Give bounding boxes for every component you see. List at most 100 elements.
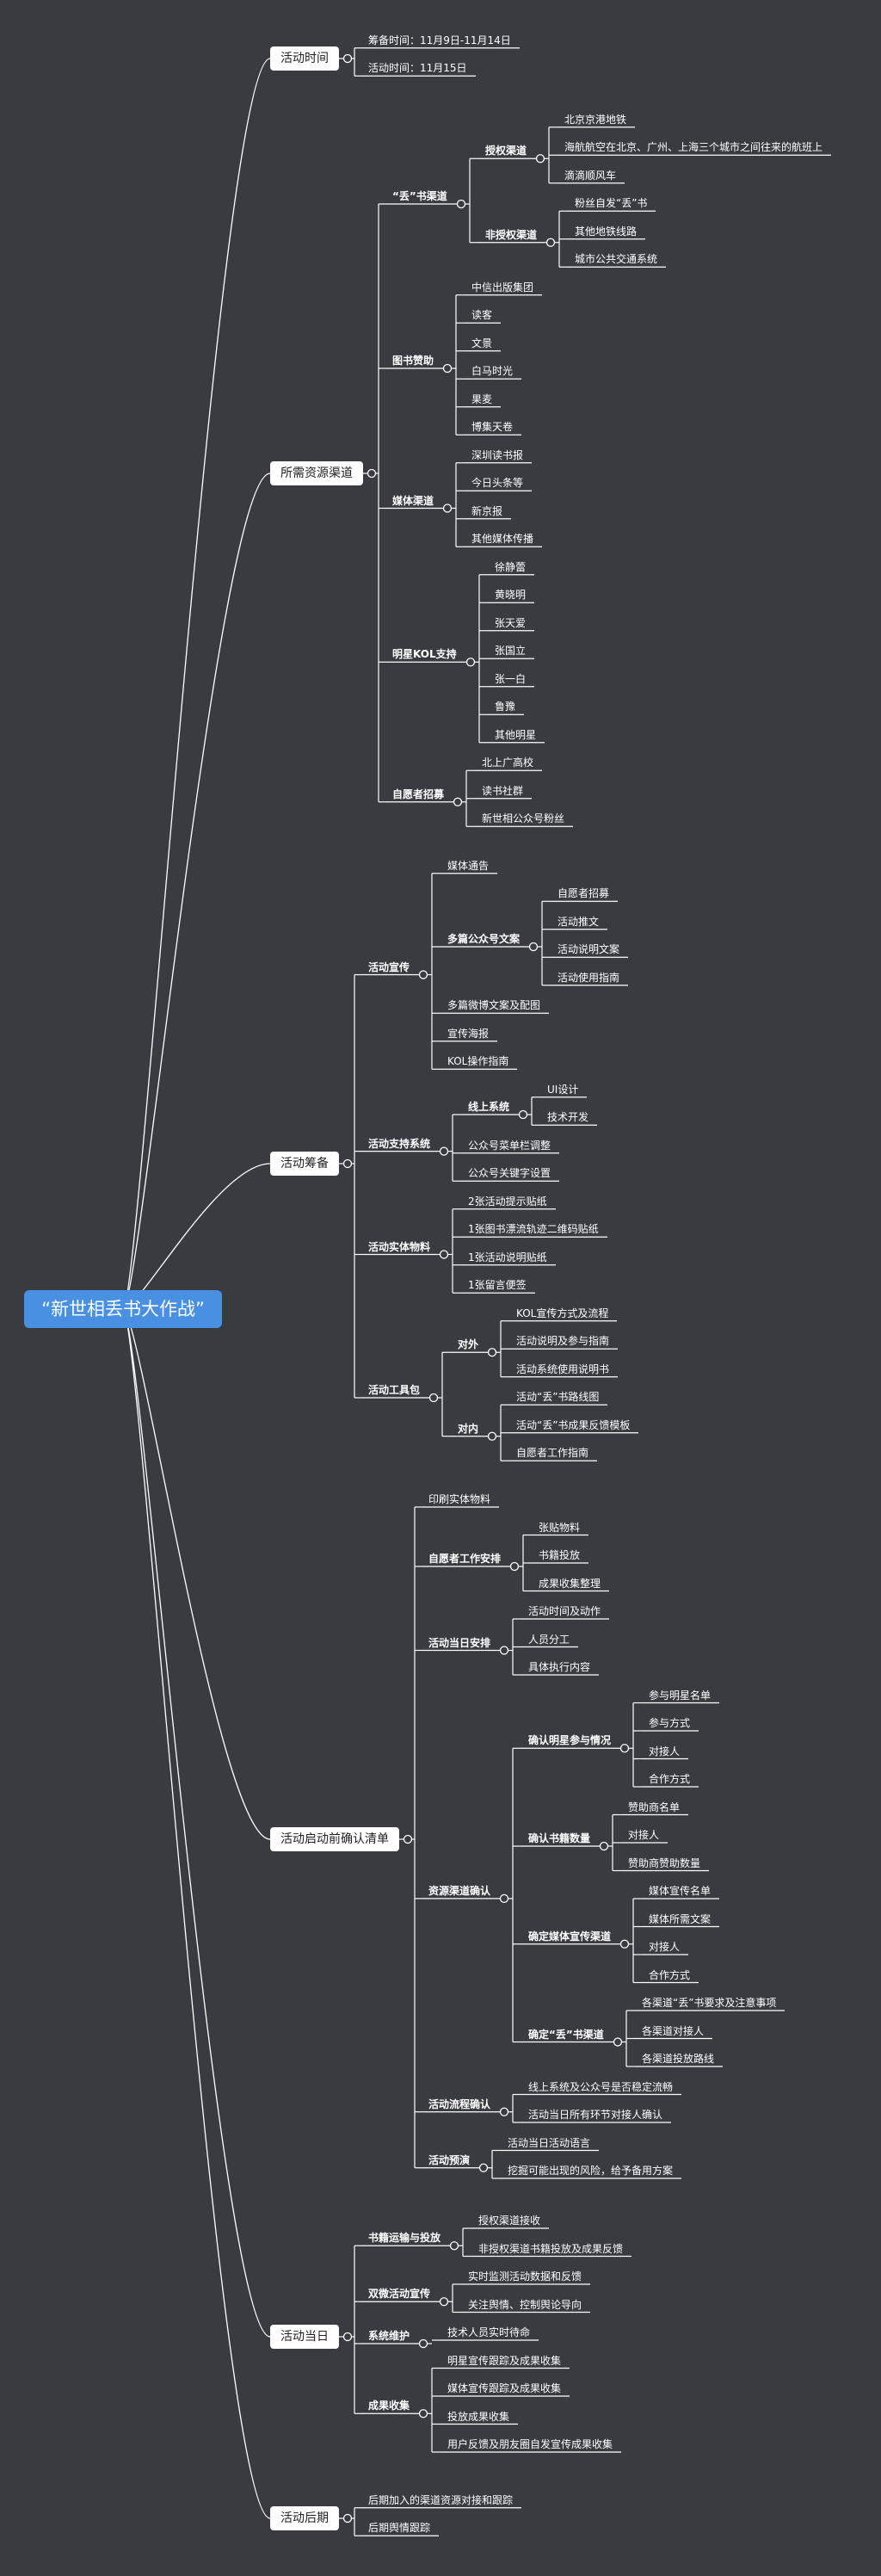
collapse-toggle-icon[interactable] [528, 942, 539, 952]
topic-leaf[interactable]: 活动“丢”书路线图 [516, 1391, 600, 1404]
topic-leaf[interactable]: 挖掘可能出现的风险，给予备用方案 [508, 2165, 674, 2177]
collapse-toggle-icon[interactable] [439, 1146, 449, 1156]
topic-leaf[interactable]: 2张活动提示贴纸 [468, 1195, 547, 1208]
topic-leaf[interactable]: 明星宣传跟踪及成果收集 [447, 2354, 562, 2367]
topic-leaf[interactable]: 用户反馈及朋友圈自发宣传成果收集 [447, 2438, 613, 2450]
topic-leaf[interactable]: 读书社群 [482, 784, 524, 797]
topic-leaf[interactable]: 技术开发 [547, 1111, 589, 1124]
topic-leaf[interactable]: 其他明星 [495, 728, 537, 741]
collapse-toggle-icon[interactable] [499, 1646, 509, 1655]
collapse-toggle-icon[interactable] [619, 1744, 630, 1753]
topic-subtopic[interactable]: 活动当日安排 [428, 1636, 491, 1649]
topic-leaf[interactable]: 成果收集整理 [539, 1577, 601, 1590]
topic-leaf[interactable]: 具体执行内容 [528, 1661, 591, 1673]
topic-main[interactable]: 活动筹备 [270, 1152, 339, 1176]
topic-leaf[interactable]: 张国立 [495, 645, 527, 658]
topic-leaf[interactable]: 活动说明及参与指南 [516, 1335, 610, 1348]
topic-leaf[interactable]: 新京报 [471, 504, 503, 517]
collapse-toggle-icon[interactable] [545, 238, 556, 247]
topic-leaf[interactable]: 张贴物料 [539, 1521, 581, 1534]
topic-subtopic[interactable]: 资源渠道确认 [428, 1884, 491, 1897]
topic-leaf[interactable]: 合作方式 [649, 1968, 691, 1981]
topic-leaf[interactable]: 深圳读书报 [471, 448, 524, 461]
topic-subtopic[interactable]: 确认书籍数量 [528, 1832, 591, 1844]
topic-leaf[interactable]: 人员分工 [528, 1633, 570, 1646]
topic-leaf[interactable]: 活动“丢”书成果反馈模板 [516, 1418, 631, 1431]
topic-leaf[interactable]: 滴滴顺风车 [564, 169, 617, 182]
topic-leaf[interactable]: 张一白 [495, 672, 527, 685]
topic-leaf[interactable]: 技术人员实时待命 [447, 2326, 531, 2338]
topic-leaf[interactable]: 线上系统及公众号是否稳定流畅 [528, 2080, 674, 2093]
topic-leaf[interactable]: 赞助商赞助数量 [628, 1856, 701, 1869]
topic-leaf[interactable]: 活动使用指南 [558, 971, 620, 984]
topic-main[interactable]: 活动启动前确认清单 [270, 1827, 399, 1851]
collapse-toggle-icon[interactable] [465, 658, 476, 667]
collapse-toggle-icon[interactable] [456, 199, 466, 209]
topic-leaf[interactable]: 宣传海报 [447, 1027, 490, 1040]
topic-subtopic[interactable]: 自愿者招募 [392, 788, 445, 800]
topic-leaf[interactable]: 徐静蕾 [495, 560, 527, 573]
topic-leaf[interactable]: 书籍投放 [539, 1549, 581, 1561]
collapse-toggle-icon[interactable] [418, 970, 428, 979]
topic-leaf[interactable]: 博集天卷 [471, 421, 514, 434]
collapse-toggle-icon[interactable] [453, 797, 463, 806]
topic-subtopic[interactable]: 确定媒体宣传渠道 [528, 1930, 612, 1943]
topic-subtopic[interactable]: 活动实体物料 [368, 1240, 431, 1253]
topic-leaf[interactable]: 对接人 [649, 1745, 681, 1757]
topic-leaf[interactable]: 活动推文 [558, 915, 600, 928]
collapse-toggle-icon[interactable] [428, 1393, 439, 1403]
topic-leaf[interactable]: 活动当日活动语言 [508, 2136, 591, 2149]
topic-leaf[interactable]: 中信出版集团 [471, 281, 534, 293]
topic-leaf[interactable]: 各渠道投放路线 [642, 2053, 715, 2065]
topic-leaf[interactable]: 白马时光 [471, 365, 514, 378]
topic-leaf[interactable]: 媒体通告 [447, 859, 490, 872]
topic-subtopic[interactable]: 媒体渠道 [392, 494, 434, 507]
topic-leaf[interactable]: 活动时间及动作 [528, 1605, 601, 1617]
topic-main[interactable]: 所需资源渠道 [270, 461, 363, 485]
topic-leaf[interactable]: 参与明星名单 [649, 1689, 712, 1702]
topic-leaf[interactable]: 活动系统使用说明书 [516, 1362, 610, 1375]
topic-main[interactable]: 活动当日 [270, 2325, 339, 2349]
topic-leaf[interactable]: 活动时间：11月15日 [368, 62, 467, 75]
topic-leaf[interactable]: KOL宣传方式及流程 [516, 1307, 609, 1319]
collapse-toggle-icon[interactable] [418, 2338, 428, 2349]
topic-leaf[interactable]: 自愿者招募 [558, 887, 610, 900]
topic-subtopic[interactable]: 授权渠道 [485, 145, 527, 158]
topic-leaf[interactable]: 投放成果收集 [447, 2410, 510, 2423]
topic-leaf[interactable]: 城市公共交通系统 [575, 253, 658, 266]
topic-subtopic[interactable]: 系统维护 [368, 2330, 410, 2342]
topic-subtopic[interactable]: 成果收集 [368, 2400, 410, 2412]
topic-subtopic[interactable]: 非授权渠道 [485, 228, 538, 241]
collapse-toggle-icon[interactable] [499, 1893, 509, 1904]
topic-leaf[interactable]: 活动说明文案 [558, 943, 620, 956]
topic-leaf[interactable]: 关注舆情、控制舆论导向 [468, 2298, 582, 2311]
collapse-toggle-icon[interactable] [439, 1250, 449, 1259]
topic-leaf[interactable]: 其他地铁线路 [575, 225, 638, 238]
collapse-toggle-icon[interactable] [439, 2297, 449, 2307]
topic-leaf[interactable]: 参与方式 [649, 1717, 691, 1729]
collapse-toggle-icon[interactable] [619, 1939, 630, 1949]
topic-leaf[interactable]: 北上广高校 [482, 757, 534, 769]
topic-leaf[interactable]: 公众号关键字设置 [468, 1167, 551, 1180]
topic-subtopic[interactable]: 对内 [458, 1422, 479, 1435]
topic-leaf[interactable]: 其他媒体传播 [471, 533, 534, 546]
collapse-toggle-icon[interactable] [535, 154, 545, 164]
topic-leaf[interactable]: 媒体所需文案 [649, 1912, 712, 1925]
topic-leaf[interactable]: 后期舆情跟踪 [368, 2522, 431, 2535]
topic-subtopic[interactable]: 活动宣传 [368, 961, 410, 973]
topic-leaf[interactable]: 印刷实体物料 [428, 1493, 491, 1505]
topic-leaf[interactable]: 果麦 [471, 392, 493, 405]
collapse-toggle-icon[interactable] [418, 2409, 428, 2418]
topic-leaf[interactable]: 文景 [471, 337, 493, 349]
topic-subtopic[interactable]: 书籍运输与投放 [368, 2232, 441, 2245]
topic-leaf[interactable]: 今日头条等 [471, 477, 524, 490]
topic-leaf[interactable]: 海航航空在北京、广州、上海三个城市之间往来的航班上 [564, 141, 823, 154]
topic-leaf[interactable]: 自愿者工作指南 [516, 1447, 589, 1460]
topic-leaf[interactable]: 筹备时间：11月9日-11月14日 [368, 34, 511, 46]
collapse-toggle-icon[interactable] [442, 503, 453, 513]
topic-leaf[interactable]: 公众号菜单栏调整 [468, 1139, 551, 1152]
topic-main[interactable]: 活动时间 [270, 46, 339, 71]
topic-leaf[interactable]: 活动当日所有环节对接人确认 [528, 2109, 663, 2121]
topic-leaf[interactable]: 张天爱 [495, 616, 527, 629]
topic-leaf[interactable]: 鲁豫 [495, 701, 516, 713]
